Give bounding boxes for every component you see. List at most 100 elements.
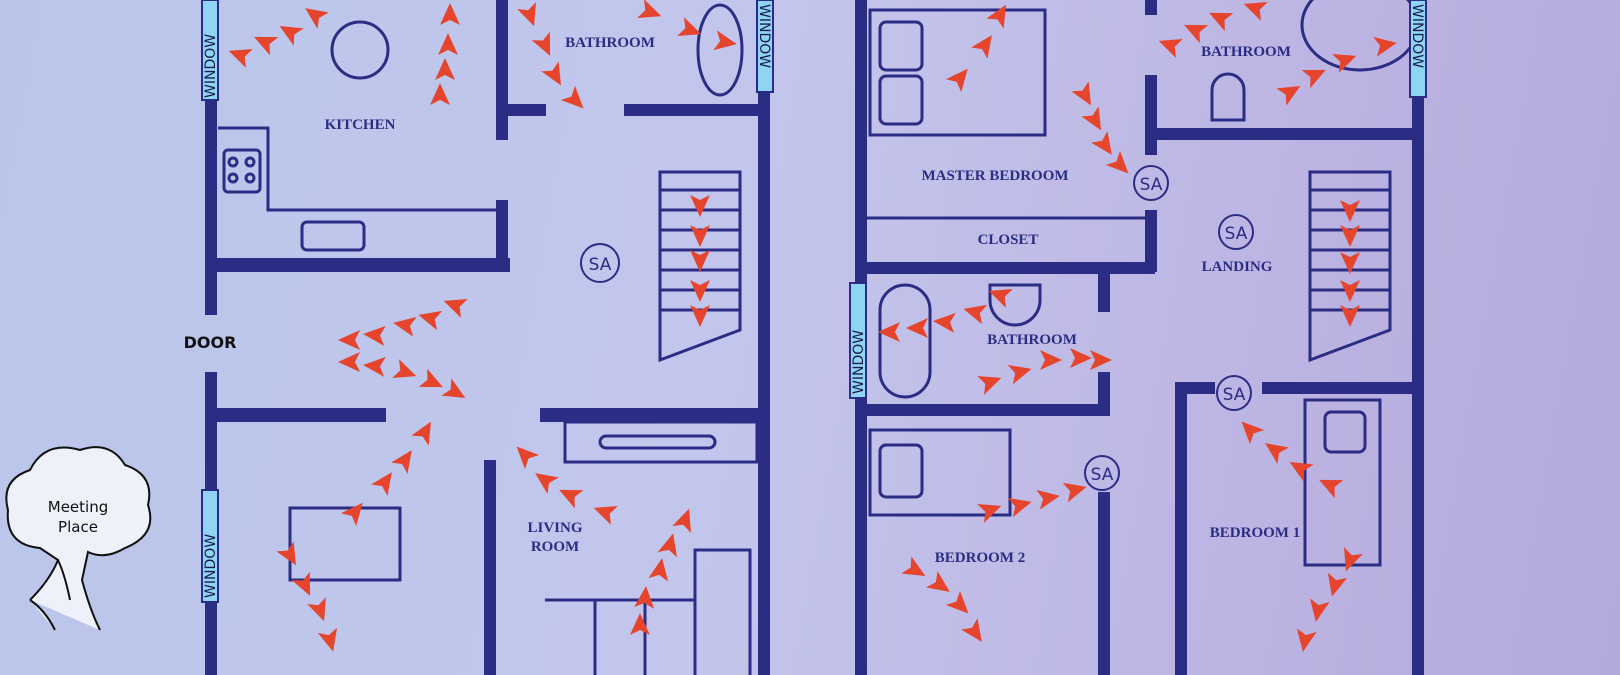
escape-arrow bbox=[254, 36, 279, 56]
window-bathroom-ground: WINDOW bbox=[756, 0, 774, 93]
label-kitchen: KITCHEN bbox=[325, 117, 396, 133]
window-bathroom-upper: WINDOW bbox=[849, 282, 867, 399]
master-bed bbox=[868, 8, 1047, 137]
escape-arrow bbox=[1090, 350, 1112, 370]
escape-arrow bbox=[1105, 150, 1129, 174]
escape-arrow bbox=[1184, 24, 1209, 44]
escape-arrow bbox=[690, 280, 710, 302]
escape-arrow bbox=[1289, 462, 1314, 482]
escape-arrow bbox=[1007, 364, 1032, 385]
escape-arrow bbox=[338, 330, 360, 350]
escape-arrow bbox=[1319, 479, 1344, 499]
escape-arrow bbox=[517, 2, 536, 27]
escape-arrow bbox=[971, 35, 992, 59]
sink-icon bbox=[300, 220, 366, 252]
escape-arrow bbox=[713, 30, 737, 51]
escape-arrow bbox=[391, 450, 412, 474]
escape-arrow bbox=[1373, 36, 1397, 57]
svg-text:SA: SA bbox=[1223, 385, 1246, 405]
escape-arrow bbox=[901, 556, 926, 576]
escape-arrow bbox=[986, 4, 1006, 29]
escape-arrow bbox=[634, 586, 655, 609]
window-master-bathroom: WINDOW bbox=[1409, 0, 1427, 98]
label-bathroom-upper: BATHROOM bbox=[987, 332, 1077, 348]
escape-arrow bbox=[657, 533, 678, 558]
escape-arrow bbox=[988, 289, 1013, 308]
svg-text:Place: Place bbox=[58, 518, 98, 536]
bathtub-icon bbox=[878, 283, 932, 399]
escape-arrow bbox=[1296, 628, 1317, 652]
stairs bbox=[1308, 170, 1392, 363]
label-living: LIVING bbox=[527, 520, 582, 536]
escape-arrow bbox=[392, 359, 417, 378]
label-closet: CLOSET bbox=[978, 232, 1039, 248]
escape-arrow bbox=[690, 305, 710, 327]
dining-table-round bbox=[330, 20, 390, 80]
escape-arrow bbox=[690, 195, 710, 217]
escape-arrow bbox=[690, 225, 710, 247]
escape-arrow bbox=[963, 304, 988, 325]
escape-arrow bbox=[363, 325, 386, 346]
stairs bbox=[658, 170, 742, 363]
escape-arrow bbox=[1340, 305, 1360, 327]
label-door: DOOR bbox=[184, 333, 237, 352]
escape-arrow bbox=[535, 473, 559, 494]
sink-icon bbox=[988, 283, 1042, 327]
escape-arrow bbox=[441, 378, 466, 398]
escape-arrow bbox=[338, 352, 360, 372]
escape-arrow bbox=[637, 0, 662, 18]
escape-arrow bbox=[1040, 350, 1062, 370]
escape-arrow bbox=[1071, 81, 1091, 106]
svg-text:Meeting: Meeting bbox=[48, 498, 108, 516]
furniture bbox=[218, 0, 1420, 675]
escape-arrow bbox=[1309, 598, 1330, 622]
sofa bbox=[545, 548, 752, 675]
escape-arrow bbox=[977, 376, 1002, 395]
svg-text:WINDOW: WINDOW bbox=[851, 330, 867, 394]
toilet-icon bbox=[1210, 72, 1246, 122]
escape-arrow bbox=[393, 316, 417, 337]
bed-1 bbox=[1303, 398, 1382, 567]
label-room: ROOM bbox=[531, 539, 579, 555]
escape-arrow bbox=[1276, 86, 1301, 106]
escape-arrow bbox=[878, 322, 900, 342]
escape-arrow bbox=[430, 83, 450, 105]
escape-arrow bbox=[906, 318, 928, 338]
escape-arrow bbox=[1332, 54, 1357, 73]
escape-arrow bbox=[1091, 131, 1112, 155]
escape-arrow bbox=[418, 368, 443, 388]
label-master-bedroom: MASTER BEDROOM bbox=[921, 168, 1068, 184]
escape-arrow bbox=[531, 31, 551, 56]
escape-arrow bbox=[1209, 12, 1234, 32]
svg-text:SA: SA bbox=[589, 255, 612, 275]
svg-text:WINDOW: WINDOW bbox=[203, 34, 219, 98]
escape-arrow bbox=[291, 571, 311, 596]
tv-console bbox=[563, 420, 759, 464]
label-bathroom-master: BATHROOM bbox=[1201, 44, 1291, 60]
escape-arrow bbox=[593, 506, 618, 525]
escape-arrow bbox=[961, 618, 982, 642]
escape-arrow bbox=[340, 502, 363, 527]
label-bathroom: BATHROOM bbox=[565, 35, 655, 51]
escape-arrow bbox=[933, 312, 956, 333]
escape-arrow bbox=[435, 58, 455, 80]
smoke-alarm-icon: SA bbox=[1133, 165, 1169, 201]
smoke-alarm-icon: SA bbox=[580, 243, 620, 283]
escape-arrow bbox=[438, 33, 458, 55]
escape-arrow bbox=[1265, 443, 1289, 464]
label-bedroom-2: BEDROOM 2 bbox=[935, 550, 1025, 566]
escape-arrow bbox=[690, 250, 710, 272]
smoke-alarm-icon: SA bbox=[1216, 375, 1252, 411]
escape-arrow bbox=[1340, 280, 1360, 302]
escape-arrow bbox=[559, 489, 584, 509]
escape-arrow bbox=[1340, 252, 1360, 274]
svg-text:WINDOW: WINDOW bbox=[756, 4, 772, 68]
escape-route-arrows bbox=[228, 0, 1397, 652]
escape-arrow bbox=[1327, 572, 1348, 597]
escape-arrow bbox=[677, 17, 702, 36]
escape-arrow bbox=[440, 3, 460, 25]
escape-arrow bbox=[516, 446, 540, 470]
escape-arrow bbox=[560, 85, 584, 109]
window-kitchen: WINDOW bbox=[201, 0, 219, 101]
